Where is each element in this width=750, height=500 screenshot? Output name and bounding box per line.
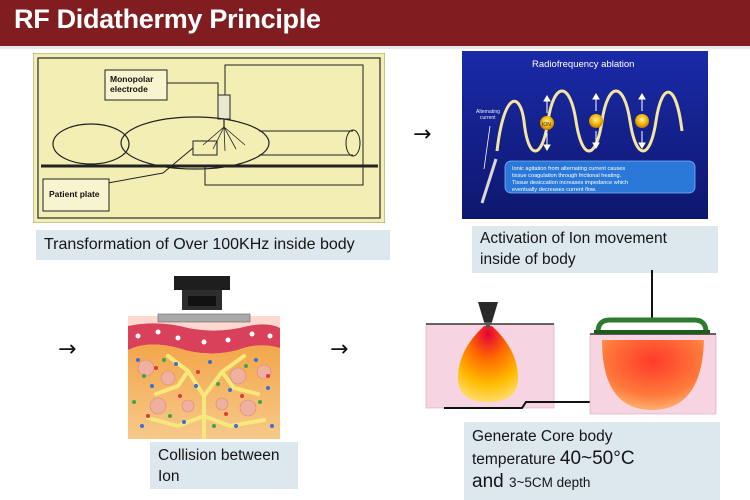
caption-line-3: and 3~5CM depth — [472, 471, 591, 492]
plate-electrode-icon — [595, 317, 709, 333]
caption-core-temperature: Generate Core body temperature 40~50°C a… — [464, 422, 720, 500]
core-heating-illustration — [425, 270, 717, 415]
ion-icon — [589, 114, 603, 128]
plate-label: Patient plate — [49, 189, 100, 199]
caption-line-2: temperature 40~50°C — [472, 448, 635, 469]
temperature-value: 40~50°C — [559, 448, 635, 469]
description-box — [504, 160, 696, 194]
heat-sphere — [602, 340, 704, 410]
electrode-icon — [217, 94, 231, 120]
body-head — [52, 123, 130, 165]
caption-ion-collision: Collision between Ion — [150, 442, 298, 489]
arrow-right-icon: → — [330, 337, 349, 362]
page-title: RF Didathermy Principle — [14, 4, 321, 34]
caption-transformation: Transformation of Over 100KHz inside bod… — [36, 230, 390, 260]
arrow-right-icon: → — [58, 337, 77, 362]
svg-text:ION: ION — [542, 122, 551, 128]
caption-line-1: Generate Core body — [472, 428, 613, 445]
depth-value: 3~5CM depth — [508, 475, 591, 490]
ion-collision-illustration — [118, 276, 290, 439]
probe-icon — [480, 158, 498, 204]
skin-layer — [128, 323, 280, 354]
heat-zone — [458, 326, 518, 402]
ion-particles — [132, 329, 274, 428]
header-divider — [0, 46, 750, 49]
arrow-right-icon: → — [413, 122, 432, 147]
ablation-description: Ionic agitation from alternating current… — [512, 166, 630, 193]
electrode-label-box — [104, 69, 168, 101]
rf-device-icon — [174, 276, 230, 290]
ablation-title: Radiofrequency ablation — [532, 59, 634, 70]
vessel-network — [146, 354, 266, 439]
needle-electrode-icon — [478, 302, 498, 322]
ion-icon — [540, 116, 554, 130]
plate-label-box — [42, 178, 110, 212]
ion-icon — [635, 114, 649, 128]
header-bar — [0, 0, 750, 46]
body-torso — [120, 116, 270, 170]
alternating-current-wave — [495, 89, 684, 153]
caption-ion-activation: Activation of Ion movement inside of bod… — [472, 226, 718, 273]
